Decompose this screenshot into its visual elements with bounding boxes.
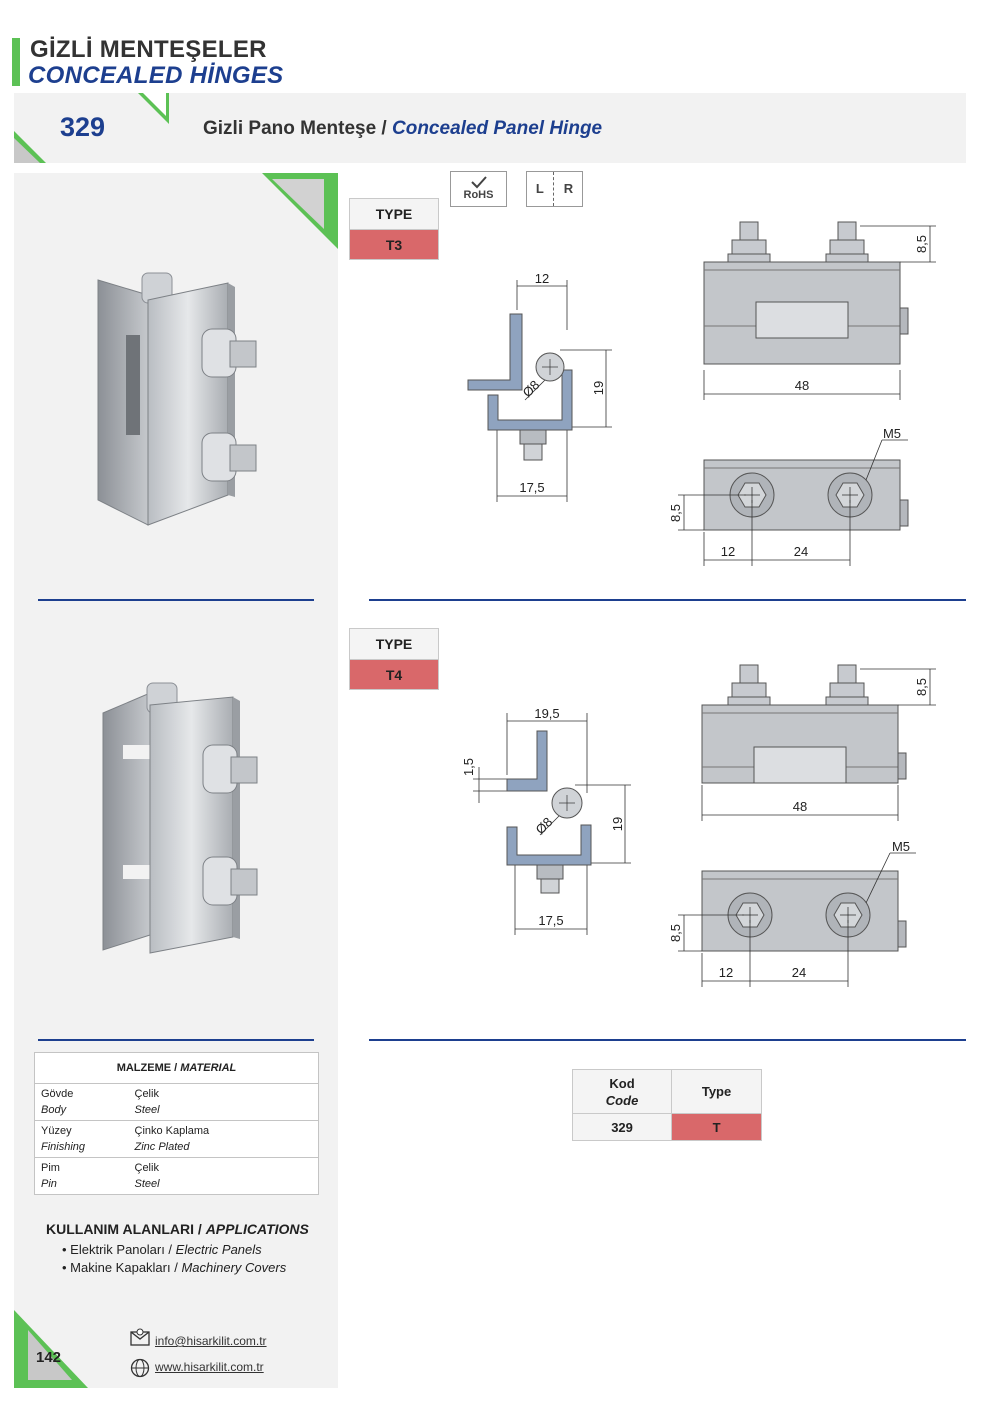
dim-text: 8,5 (668, 924, 683, 942)
dim-text: 24 (792, 965, 806, 980)
dim-text: 48 (795, 378, 809, 393)
mail-icon (130, 1328, 150, 1346)
right-label: R (563, 181, 574, 196)
page-number: 142 (36, 1349, 62, 1366)
application-item: • Elektrik Panoları / Electric Panels (62, 1242, 262, 1257)
product-name-tr: Gizli Pano Menteşe / (203, 118, 387, 139)
code-value: 329 (571, 1113, 673, 1141)
type-value: T (671, 1113, 762, 1141)
dim-text: Ø8 (520, 377, 543, 400)
dim-text: 17,5 (519, 480, 544, 495)
divider-left-2 (38, 1039, 314, 1041)
dim-text: 19 (591, 381, 606, 395)
left-right-badge: L R (526, 171, 583, 207)
title-corner-decor (14, 93, 169, 163)
dim-text: 8,5 (914, 678, 929, 696)
page-corner-decor (14, 1310, 88, 1388)
dim-text: 12 (721, 544, 735, 559)
dim-text: Ø8 (533, 814, 556, 837)
header-accent-bar (12, 38, 20, 86)
type-box-t3: TYPE T3 (349, 198, 439, 260)
bolt-lower (201, 432, 257, 482)
product-name: Gizli Pano Menteşe / Concealed Panel Hin… (203, 118, 602, 140)
thread-label: M5 (883, 426, 901, 441)
type-header: TYPE (350, 629, 438, 659)
category-title-en: CONCEALED HİNGES (28, 62, 284, 89)
divider-left-1 (38, 599, 314, 601)
category-title-tr: GİZLİ MENTEŞELER (30, 36, 267, 63)
application-item: • Makine Kapakları / Machinery Covers (62, 1260, 287, 1275)
dim-text: 12 (535, 271, 549, 286)
dim-text: 8,5 (668, 504, 683, 522)
product-title-band (14, 93, 966, 163)
product-number: 329 (60, 112, 106, 142)
type-header: Type (671, 1069, 762, 1114)
bolt-upper (201, 328, 257, 378)
t3-side-drawing: 12 19 17,5 Ø8 (467, 271, 612, 502)
material-heading: MALZEME / MATERIAL (116, 1062, 237, 1074)
type-header: TYPE (350, 199, 438, 229)
website-link[interactable]: www.hisarkilit.com.tr (155, 1360, 264, 1374)
dim-text: 24 (794, 544, 808, 559)
t4-side-drawing: 19,5 1,5 19 17,5 Ø8 (461, 706, 631, 935)
check-icon (470, 176, 487, 189)
hinge-photo-t4 (102, 682, 258, 954)
dim-text: 17,5 (538, 913, 563, 928)
divider-right-1 (369, 599, 966, 601)
hinge-photo-t3 (97, 272, 257, 526)
type-value: T4 (350, 659, 438, 689)
t3-front-drawing: 48 8,5 12 24 8,5 M5 (668, 221, 936, 566)
rohs-badge: RoHS (450, 171, 507, 207)
dim-text: 19,5 (534, 706, 559, 721)
product-name-en: Concealed Panel Hinge (392, 118, 603, 139)
thread-label: M5 (892, 839, 910, 854)
dim-text: 48 (793, 799, 807, 814)
globe-icon (130, 1358, 150, 1378)
panel-corner-decor (262, 173, 338, 249)
applications-heading: KULLANIM ALANLARI / APPLICATIONS (46, 1221, 309, 1237)
dim-text: 1,5 (461, 758, 476, 776)
dim-text: 12 (719, 965, 733, 980)
dim-text: 19 (610, 817, 625, 831)
left-label: L (535, 181, 544, 196)
t4-front-drawing: 48 8,5 12 24 8,5 M5 (668, 664, 936, 987)
divider-right-2 (369, 1039, 966, 1041)
dim-text: 8,5 (914, 235, 929, 253)
email-link[interactable]: info@hisarkilit.com.tr (155, 1334, 267, 1348)
type-value: T3 (350, 229, 438, 259)
type-box-t4: TYPE T4 (349, 628, 439, 690)
